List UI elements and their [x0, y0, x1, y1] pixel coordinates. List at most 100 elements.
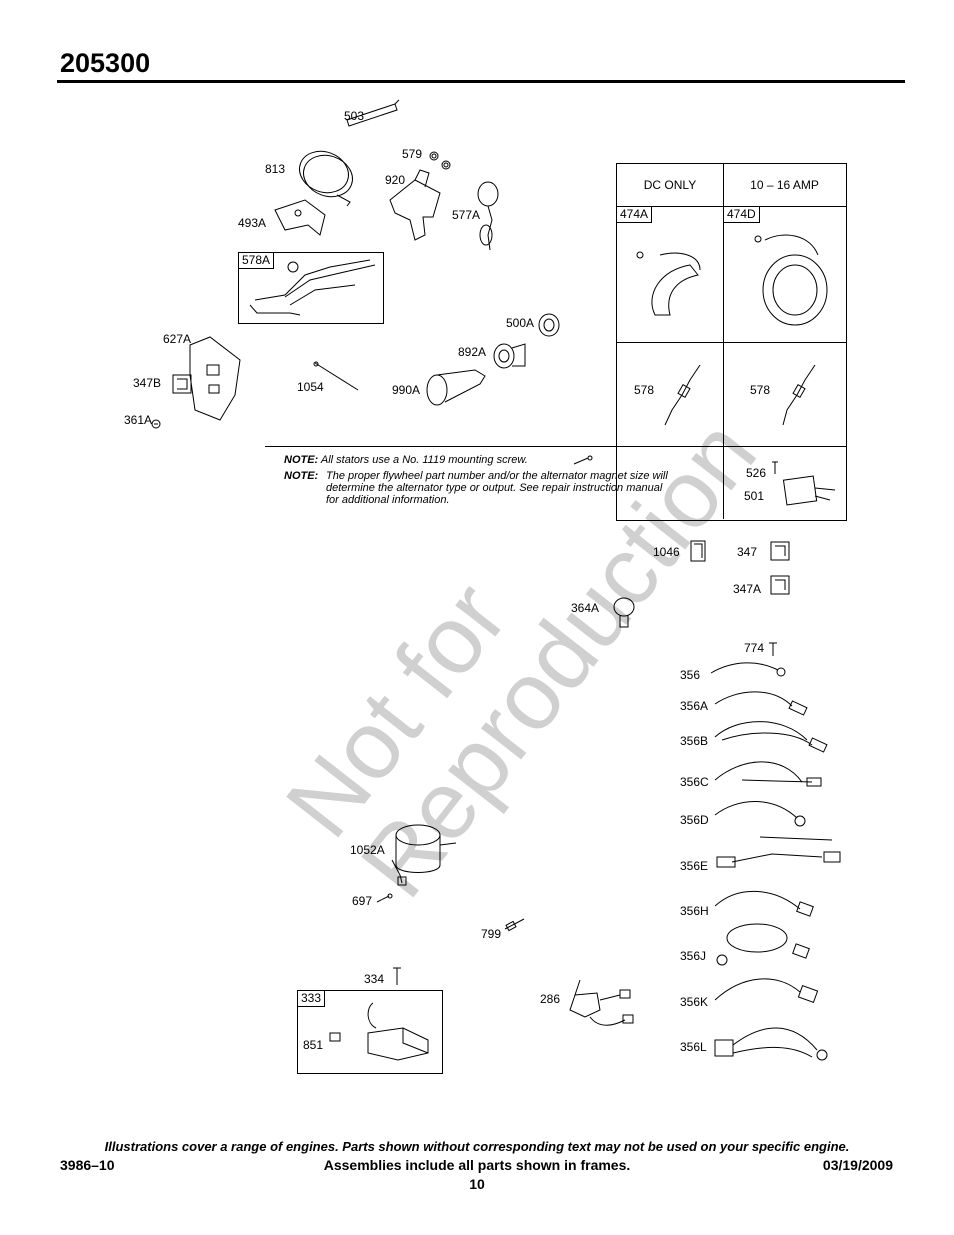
- page-title: 205300: [60, 48, 151, 78]
- part-493A-bracket-drawing: [274, 199, 326, 236]
- part-799-drawing: [504, 918, 525, 932]
- stator-col2-header: 10 – 16 AMP: [750, 178, 819, 192]
- part-334-bolt-drawing: [393, 967, 401, 985]
- part-label-356: 356: [680, 668, 701, 682]
- part-label-356L: 356L: [680, 1040, 707, 1054]
- part-990A-knob-drawing: [426, 369, 486, 406]
- part-361A-screw-drawing: [151, 419, 161, 429]
- part-label-892A: 892A: [458, 345, 487, 359]
- stator-table-rule-2: [616, 342, 846, 343]
- stator-table-rule-3: [265, 446, 846, 447]
- part-364A-drawing: [613, 597, 635, 628]
- part-label-493A: 493A: [238, 216, 267, 230]
- part-label-579: 579: [402, 147, 423, 161]
- stator-col2-part: 474D: [724, 207, 760, 223]
- part-label-356A: 356A: [680, 699, 709, 713]
- note1-text: All stators use a No. 1119 mounting scre…: [320, 454, 528, 466]
- part-label-364A: 364A: [571, 601, 600, 615]
- frame-label-333: 333: [298, 991, 326, 1007]
- note2-line3: for additional information.: [326, 494, 450, 506]
- note1-label: NOTE:: [284, 454, 319, 466]
- wire-356C-drawing: [714, 761, 822, 787]
- part-label-356D: 356D: [680, 813, 709, 827]
- stator-474D-drawing: [754, 234, 828, 326]
- part-label-356B: 356B: [680, 734, 709, 748]
- part-label-361A: 361A: [124, 413, 153, 427]
- part-920-bracket-drawing: [389, 169, 441, 241]
- wire-356A-drawing: [714, 691, 808, 716]
- reg-526-label: 526: [746, 466, 767, 480]
- wire-356B-drawing: [714, 721, 828, 753]
- part-578A-harness-drawing: [249, 259, 376, 316]
- part-577A-lead-drawing: [477, 181, 499, 251]
- part-347B-switch-drawing: [172, 374, 192, 394]
- wire-578-col2-drawing: [782, 364, 816, 426]
- note2-line2: determine the alternator type or output.…: [326, 482, 663, 494]
- part-label-1054: 1054: [297, 380, 324, 394]
- footer-date: 03/19/2009: [822, 1157, 893, 1173]
- part-697-screw-drawing: [376, 893, 393, 903]
- wire-356E-drawing: [716, 836, 841, 868]
- reg-501-label: 501: [744, 489, 765, 503]
- frame-label-578A: 578A: [239, 253, 275, 269]
- part-label-356H: 356H: [680, 904, 709, 918]
- wire-356J-drawing: [716, 923, 810, 966]
- part-503-strip-drawing: [346, 99, 400, 127]
- part-579-nut-drawing: [429, 151, 451, 170]
- part-label-697: 697: [352, 894, 373, 908]
- part-label-774: 774: [744, 641, 765, 655]
- header-rule: [57, 80, 905, 83]
- part-500A-washer-drawing: [538, 313, 560, 337]
- wire-356-drawing: [710, 662, 786, 677]
- stator-col1-header: DC ONLY: [643, 178, 697, 192]
- wire-356H-drawing: [714, 890, 814, 917]
- regulator-501-drawing: [772, 461, 836, 506]
- footer-doc-number: 3986–10: [60, 1157, 115, 1173]
- part-label-356E: 356E: [680, 859, 709, 873]
- part-label-920: 920: [385, 173, 406, 187]
- wire-356D-drawing: [714, 801, 806, 827]
- part-label-799: 799: [481, 927, 502, 941]
- wire-356K-drawing: [714, 978, 819, 1004]
- part-label-577A: 577A: [452, 208, 481, 222]
- wire-578-col1-drawing: [664, 364, 701, 426]
- notes-block: NOTE: All stators use a No. 1119 mountin…: [284, 454, 714, 506]
- part-label-347: 347: [737, 545, 758, 559]
- part-label-356C: 356C: [680, 775, 709, 789]
- part-label-851: 851: [303, 1038, 324, 1052]
- stator-table-divider-v2: [723, 447, 724, 519]
- frame-578A: [238, 252, 384, 324]
- part-333-ignition-drawing: [329, 1002, 429, 1061]
- wire-356L-drawing: [714, 1027, 828, 1061]
- stator-col2-wire-label: 578: [750, 383, 771, 397]
- part-286-drawing: [569, 979, 634, 1026]
- page-number: 10: [469, 1176, 485, 1192]
- note2-line1: The proper flywheel part number and/or t…: [326, 470, 668, 482]
- note2-label: NOTE:: [284, 470, 319, 482]
- part-label-1046: 1046: [653, 545, 680, 559]
- footer-disclaimer: Illustrations cover a range of engines. …: [104, 1139, 850, 1154]
- part-label-356J: 356J: [680, 949, 707, 963]
- part-label-334: 334: [364, 972, 385, 986]
- part-1052A-solenoid-drawing: [391, 824, 457, 886]
- part-347A-switch-drawing: [770, 575, 790, 595]
- footer-frames-note: Assemblies include all parts shown in fr…: [323, 1157, 631, 1173]
- part-label-356K: 356K: [680, 995, 709, 1009]
- stator-col1-wire-label: 578: [634, 383, 655, 397]
- part-label-286: 286: [540, 992, 561, 1006]
- part-892A-switch-drawing: [493, 343, 526, 369]
- frame-333: [297, 990, 443, 1074]
- part-1054-tie-drawing: [313, 361, 359, 391]
- part-label-347A: 347A: [733, 582, 762, 596]
- screw-1119-icon: [573, 455, 593, 465]
- part-label-503: 503: [344, 109, 365, 123]
- part-347-switch-drawing: [770, 541, 790, 561]
- part-label-990A: 990A: [392, 383, 421, 397]
- part-813-band-drawing: [299, 150, 353, 207]
- part-label-347B: 347B: [133, 376, 162, 390]
- part-label-627A: 627A: [163, 332, 192, 346]
- part-label-813: 813: [265, 162, 286, 176]
- stator-474A-drawing: [636, 251, 701, 316]
- part-label-1052A: 1052A: [350, 843, 385, 857]
- part-774-screw-drawing: [769, 642, 777, 656]
